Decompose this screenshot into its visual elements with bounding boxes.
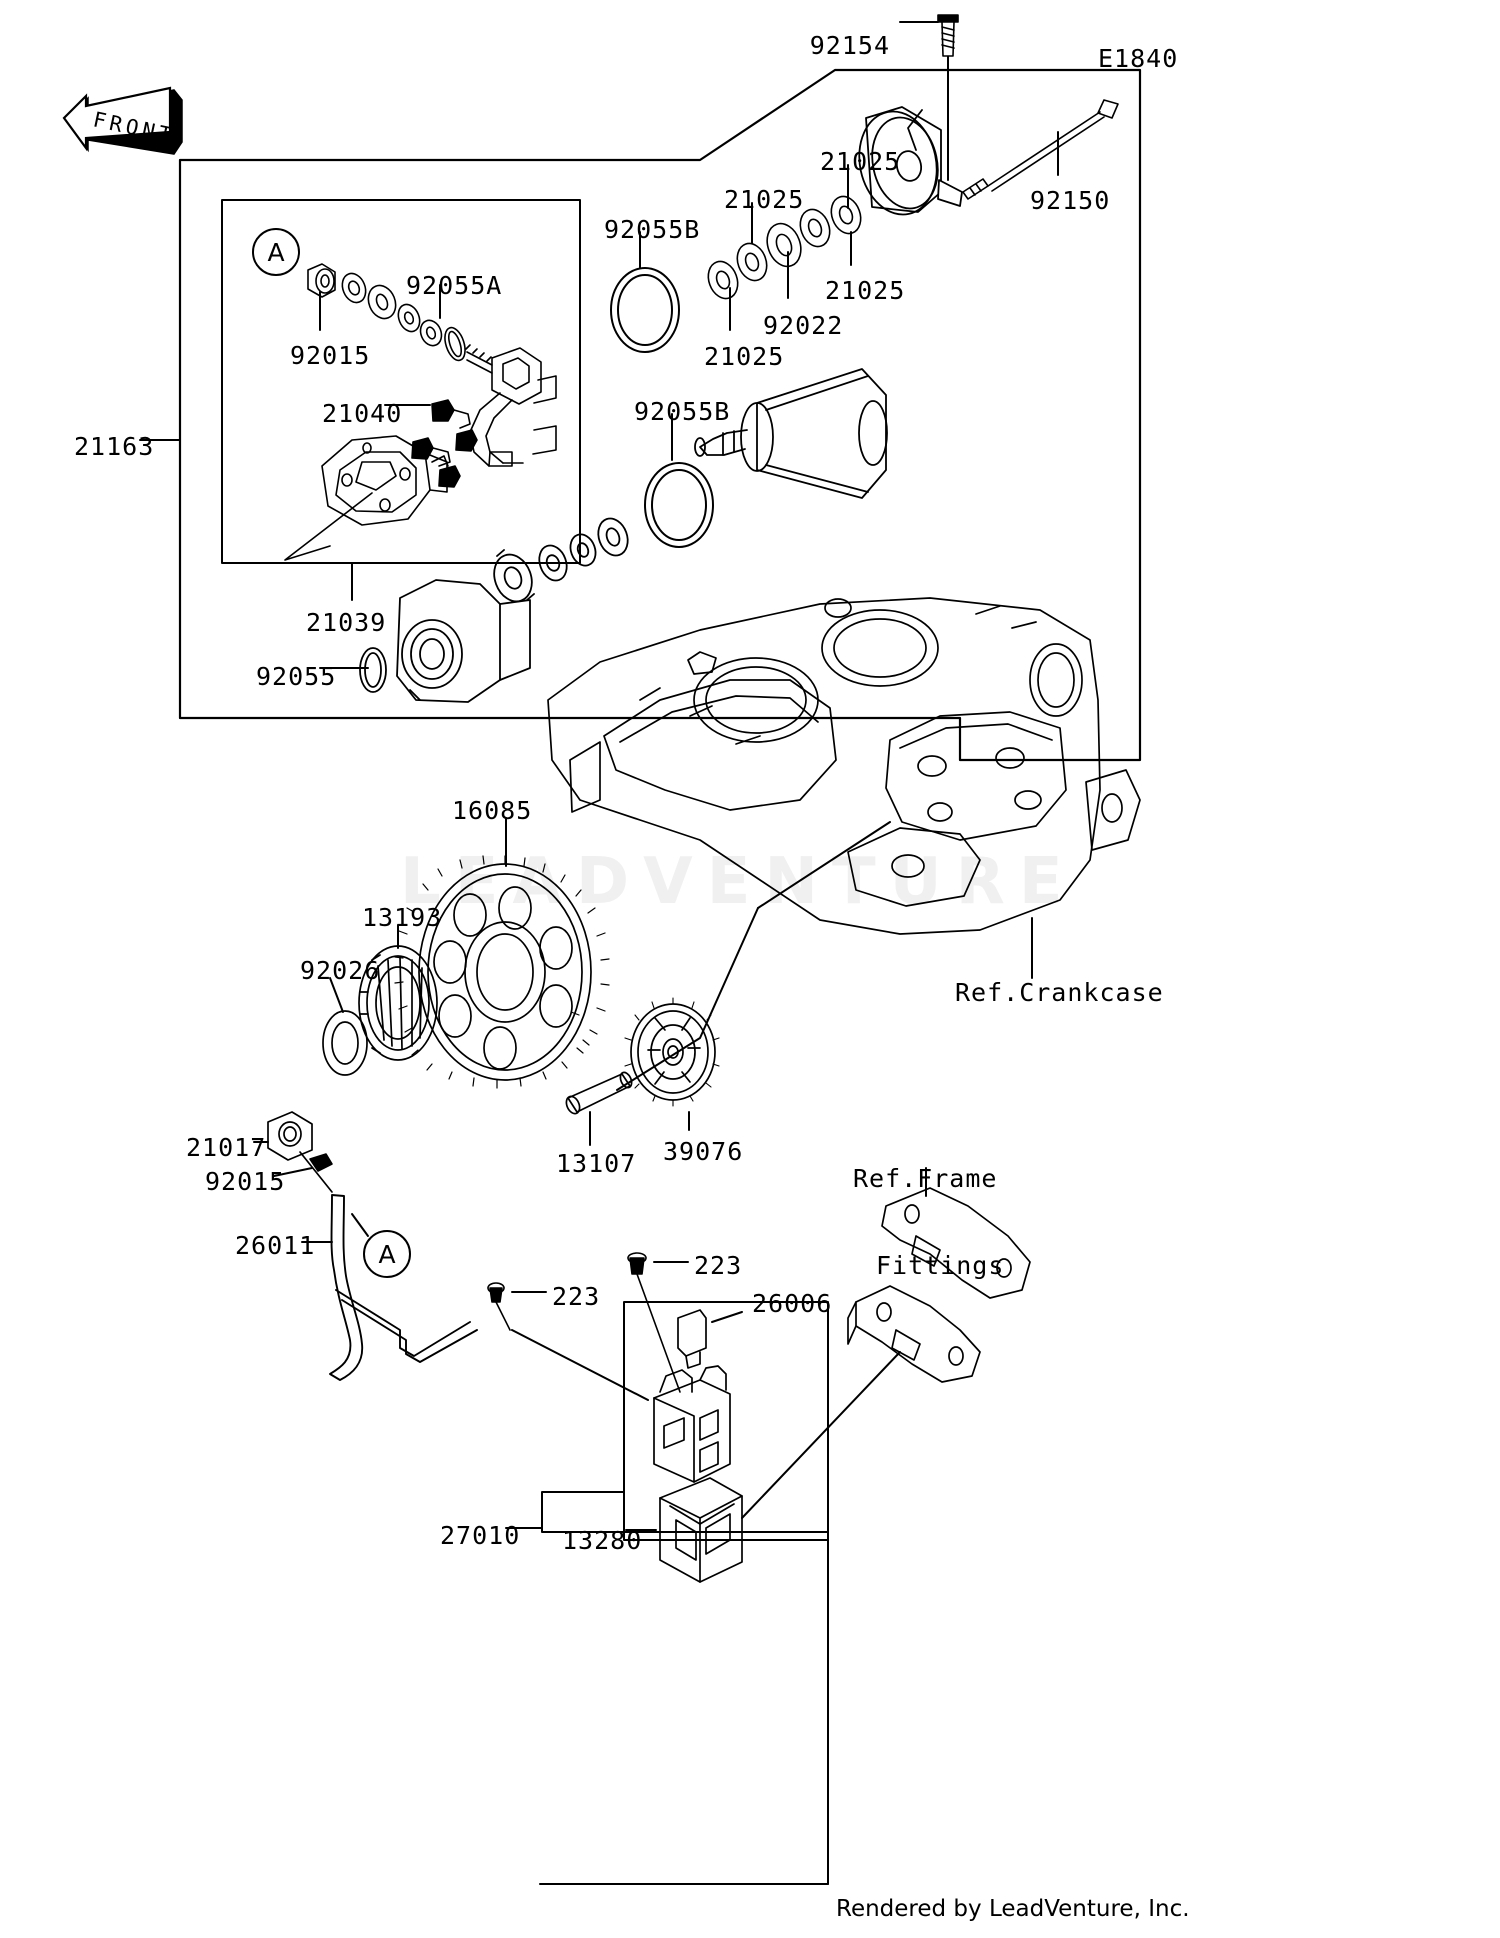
- part-number-26011[interactable]: 26011: [235, 1231, 316, 1260]
- part-number-16085[interactable]: 16085: [452, 796, 533, 825]
- part-number-21040[interactable]: 21040: [322, 399, 403, 428]
- part-number-E1840[interactable]: E1840: [1098, 44, 1179, 73]
- part-number-92015[interactable]: 92015: [290, 341, 371, 370]
- part-number-21039[interactable]: 21039: [306, 608, 387, 637]
- ref-frame-fittings-line1: Ref.Frame: [852, 1164, 998, 1193]
- ref-crankcase-label: Ref.Crankcase: [955, 978, 1164, 1007]
- part-number-92055B[interactable]: 92055B: [604, 215, 701, 244]
- part-number-21025[interactable]: 21025: [724, 185, 805, 214]
- part-number-223[interactable]: 223: [552, 1282, 601, 1311]
- part-number-92015[interactable]: 92015: [205, 1167, 286, 1196]
- part-number-13107[interactable]: 13107: [556, 1149, 637, 1178]
- part-number-92055A[interactable]: 92055A: [406, 271, 503, 300]
- part-number-26006[interactable]: 26006: [752, 1289, 833, 1318]
- part-number-92022[interactable]: 92022: [763, 311, 844, 340]
- part-number-92150[interactable]: 92150: [1030, 186, 1111, 215]
- part-number-223[interactable]: 223: [694, 1251, 743, 1280]
- part-number-92055B[interactable]: 92055B: [634, 397, 731, 426]
- part-number-39076[interactable]: 39076: [663, 1137, 744, 1166]
- part-number-27010[interactable]: 27010: [440, 1521, 521, 1550]
- leadventure-watermark: LEADVENTURE: [400, 845, 1077, 919]
- part-number-92026[interactable]: 92026: [300, 956, 381, 985]
- footer-credit: Rendered by LeadVenture, Inc.: [836, 1896, 1190, 1922]
- part-number-21163[interactable]: 21163: [74, 432, 155, 461]
- part-number-13193[interactable]: 13193: [362, 903, 443, 932]
- part-number-21017[interactable]: 21017: [186, 1133, 267, 1162]
- ref-frame-fittings-line2: Fittings: [876, 1251, 1005, 1280]
- part-number-13280[interactable]: 13280: [562, 1526, 643, 1555]
- ref-frame-fittings-label: Ref.Frame Fittings: [846, 1106, 1004, 1338]
- callout-a-top: A: [252, 228, 300, 276]
- callout-a-bottom: A: [363, 1230, 411, 1278]
- part-number-92055[interactable]: 92055: [256, 662, 337, 691]
- part-number-21025[interactable]: 21025: [820, 147, 901, 176]
- front-direction-badge: FRONT: [58, 80, 188, 176]
- part-number-21025[interactable]: 21025: [704, 342, 785, 371]
- front-arrow-icon: FRONT: [62, 86, 183, 155]
- part-number-21025[interactable]: 21025: [825, 276, 906, 305]
- part-number-92154[interactable]: 92154: [809, 31, 890, 60]
